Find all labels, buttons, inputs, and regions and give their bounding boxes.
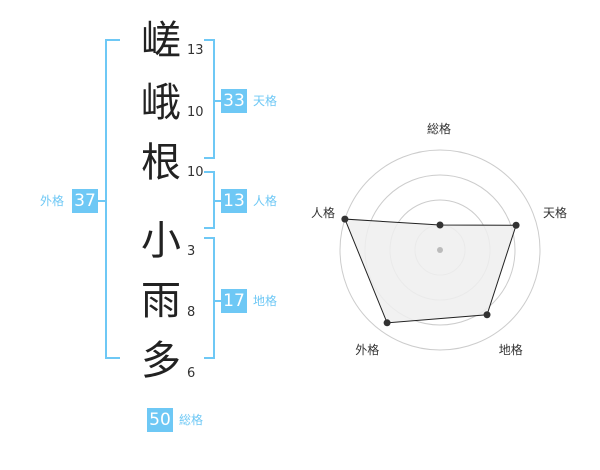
stroke-count-5: 8 — [187, 305, 196, 320]
gaikaku-value-badge: 37 — [72, 189, 98, 213]
name-char-5: 雨 — [141, 278, 181, 324]
tenkaku-label: 天格 — [253, 94, 278, 108]
radar-axis-label-3: 地格 — [498, 342, 523, 357]
radar-axis-label-2: 天格 — [543, 206, 568, 221]
stroke-count-1: 13 — [187, 43, 204, 58]
soukaku-value-badge: 50 — [147, 408, 173, 432]
radar-point-3 — [483, 311, 491, 319]
name-char-6: 多 — [141, 338, 181, 384]
radar-point-1 — [436, 221, 444, 229]
radar-point-4 — [383, 319, 391, 327]
radar-axis-label-4: 外格 — [355, 342, 380, 357]
stroke-count-2: 10 — [187, 105, 204, 120]
jinkaku-value-badge: 13 — [221, 189, 247, 213]
jinkaku-label: 人格 — [253, 194, 278, 208]
radar-axis-label-5: 人格 — [310, 206, 335, 221]
chikaku-value-badge: 17 — [221, 289, 247, 313]
name-char-2: 峨 — [141, 80, 181, 126]
stroke-count-3: 10 — [187, 165, 204, 180]
stroke-count-6: 6 — [187, 366, 196, 381]
radar-axis-label-1: 総格 — [427, 122, 452, 136]
soukaku-label: 総格 — [179, 413, 204, 427]
name-char-3: 根 — [141, 140, 181, 186]
tenkaku-value-badge: 33 — [221, 89, 247, 113]
gaikaku-label: 外格 — [40, 194, 65, 208]
name-char-4: 小 — [141, 218, 181, 264]
radar-polygon — [344, 218, 517, 324]
radar-point-5 — [341, 215, 349, 223]
name-char-1: 嵯 — [141, 18, 181, 64]
radar-ring — [339, 149, 541, 351]
chikaku-label: 地格 — [253, 294, 278, 308]
radar-center-dot — [437, 247, 443, 253]
radar-point-2 — [512, 221, 520, 229]
stroke-count-4: 3 — [187, 244, 196, 259]
